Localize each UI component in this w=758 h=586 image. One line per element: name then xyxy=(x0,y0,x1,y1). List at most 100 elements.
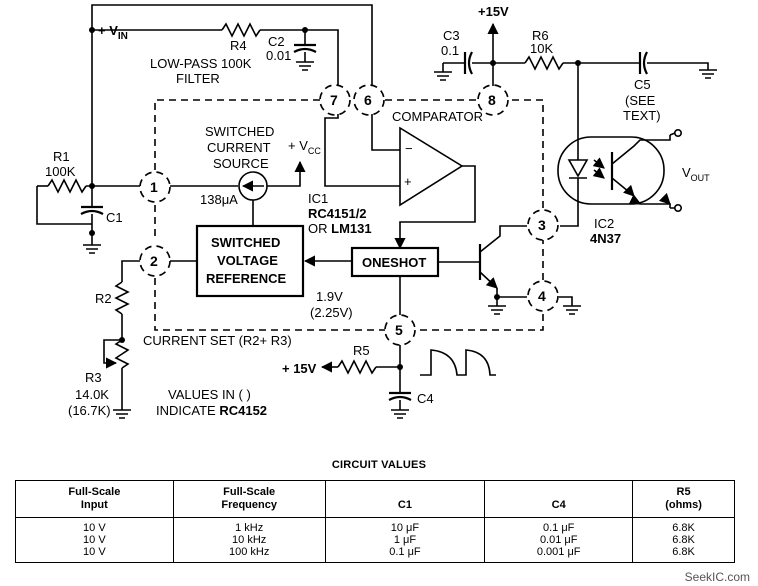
vcc-label: + VCC xyxy=(288,138,321,156)
ground-icon xyxy=(113,409,131,419)
svg-text:8: 8 xyxy=(488,92,496,108)
cell-c1: 1 μF xyxy=(324,534,486,546)
ic1-label: IC1 xyxy=(308,191,328,206)
svg-text:1: 1 xyxy=(150,179,158,195)
cell-input: 10 V xyxy=(15,546,174,563)
values-note-2: INDICATE RC4152 xyxy=(156,403,267,418)
svg-text:5: 5 xyxy=(395,322,403,338)
output-transistor xyxy=(438,225,527,315)
pin6-wire xyxy=(371,114,400,151)
c4-label: C4 xyxy=(417,391,434,406)
table-row: 10 V 100 kHz 0.1 μF 0.001 μF 6.8K xyxy=(15,546,735,563)
table-row: 10 V 10 kHz 1 μF 0.01 μF 6.8K xyxy=(15,534,735,546)
cell-frequency: 10 kHz xyxy=(172,534,326,546)
optocoupler-ic2 xyxy=(557,129,682,227)
pin-3 xyxy=(527,209,559,241)
pin7-wire xyxy=(324,114,400,187)
c5-note-1: (SEE xyxy=(625,93,656,108)
cell-input: 10 V xyxy=(15,534,174,546)
vin-label: + VIN xyxy=(98,23,128,42)
cell-input: 10 V xyxy=(15,517,174,534)
comparator-label: COMPARATOR xyxy=(392,109,483,124)
header-r5: R5(ohms) xyxy=(632,480,735,518)
svr-label-2: VOLTAGE xyxy=(217,253,278,268)
pin-2 xyxy=(139,245,171,277)
r1-label: R1 xyxy=(53,149,70,164)
table-title: CIRCUIT VALUES xyxy=(331,459,427,471)
c2-value: 0.01 xyxy=(266,48,291,63)
r6-label: R6 xyxy=(532,28,549,43)
c5-note-2: TEXT) xyxy=(623,108,661,123)
switched-current-label-1: SWITCHED xyxy=(205,124,274,139)
r4-resistor xyxy=(221,22,261,38)
svr-label-3: REFERENCE xyxy=(206,271,287,286)
current-value: 138μA xyxy=(200,192,238,207)
cell-r5: 6.8K xyxy=(632,546,735,563)
r3-value: 14.0K xyxy=(75,387,109,402)
r5-label: R5 xyxy=(353,343,370,358)
r1-resistor xyxy=(47,178,87,194)
ground-icon xyxy=(296,61,314,71)
pulse-waveform-icon xyxy=(420,349,496,376)
plus15v-bottom-label: + 15V xyxy=(282,361,317,376)
svg-text:−: − xyxy=(405,141,413,156)
r5-resistor xyxy=(337,359,377,375)
cell-c1: 10 μF xyxy=(324,517,486,534)
input-filter-network xyxy=(89,4,373,186)
schematic-labels: + VIN R4 C2 0.01 LOW-PASS 100K FILTER +1… xyxy=(45,4,710,418)
comparator-opamp: − + xyxy=(394,126,476,250)
plus15v-top-label: +15V xyxy=(478,4,509,19)
ground-icon xyxy=(563,305,581,315)
lowpass-label-2: FILTER xyxy=(176,71,220,86)
c3-value: 0.1 xyxy=(441,43,459,58)
ic1-package-outline xyxy=(154,99,544,331)
cell-r5: 6.8K xyxy=(632,534,735,546)
ground-icon xyxy=(391,409,409,419)
switched-current-label-3: SOURCE xyxy=(213,156,269,171)
svg-text:+: + xyxy=(404,174,412,189)
pin-7 xyxy=(319,84,351,116)
cell-frequency: 100 kHz xyxy=(172,546,326,563)
voltage-label-2: (2.25V) xyxy=(310,305,353,320)
c2-label: C2 xyxy=(268,34,285,49)
cell-c1: 0.1 μF xyxy=(324,546,486,563)
pin-5 xyxy=(384,314,416,346)
output-supply-network xyxy=(434,22,717,140)
ic2-part: 4N37 xyxy=(590,231,621,246)
svr-label-1: SWITCHED xyxy=(211,235,280,250)
switched-current-label-2: CURRENT xyxy=(207,140,271,155)
ic2-label: IC2 xyxy=(594,216,614,231)
cell-frequency: 1 kHz xyxy=(172,517,326,534)
ground-icon xyxy=(699,69,717,79)
ic1-part-1: RC4151/2 xyxy=(308,206,367,221)
cell-c4: 0.1 μF xyxy=(484,517,634,534)
r3-alt-value: (16.7K) xyxy=(68,403,111,418)
c1-label: C1 xyxy=(106,210,123,225)
svg-text:6: 6 xyxy=(364,92,372,108)
ground-icon xyxy=(488,305,506,315)
r6-value: 10K xyxy=(530,41,553,56)
pin-8 xyxy=(477,84,509,116)
vout-label: VOUT xyxy=(682,165,710,183)
oneshot-label: ONESHOT xyxy=(362,255,426,270)
svg-text:7: 7 xyxy=(330,92,338,108)
c3-label: C3 xyxy=(443,28,460,43)
svg-text:2: 2 xyxy=(150,253,158,269)
svg-text:4: 4 xyxy=(538,288,546,304)
r1-value: 100K xyxy=(45,164,76,179)
switched-current-source xyxy=(238,160,306,226)
current-set-label: CURRENT SET (R2+ R3) xyxy=(143,333,292,348)
r4-label: R4 xyxy=(230,38,247,53)
ground-icon xyxy=(83,244,101,254)
pin-1 xyxy=(139,171,171,203)
pin-4 xyxy=(527,280,559,312)
r3-resistor xyxy=(114,339,130,369)
r3-label: R3 xyxy=(85,370,102,385)
svg-text:3: 3 xyxy=(538,217,546,233)
pin4-wire xyxy=(559,296,573,306)
pin-6 xyxy=(353,84,385,116)
